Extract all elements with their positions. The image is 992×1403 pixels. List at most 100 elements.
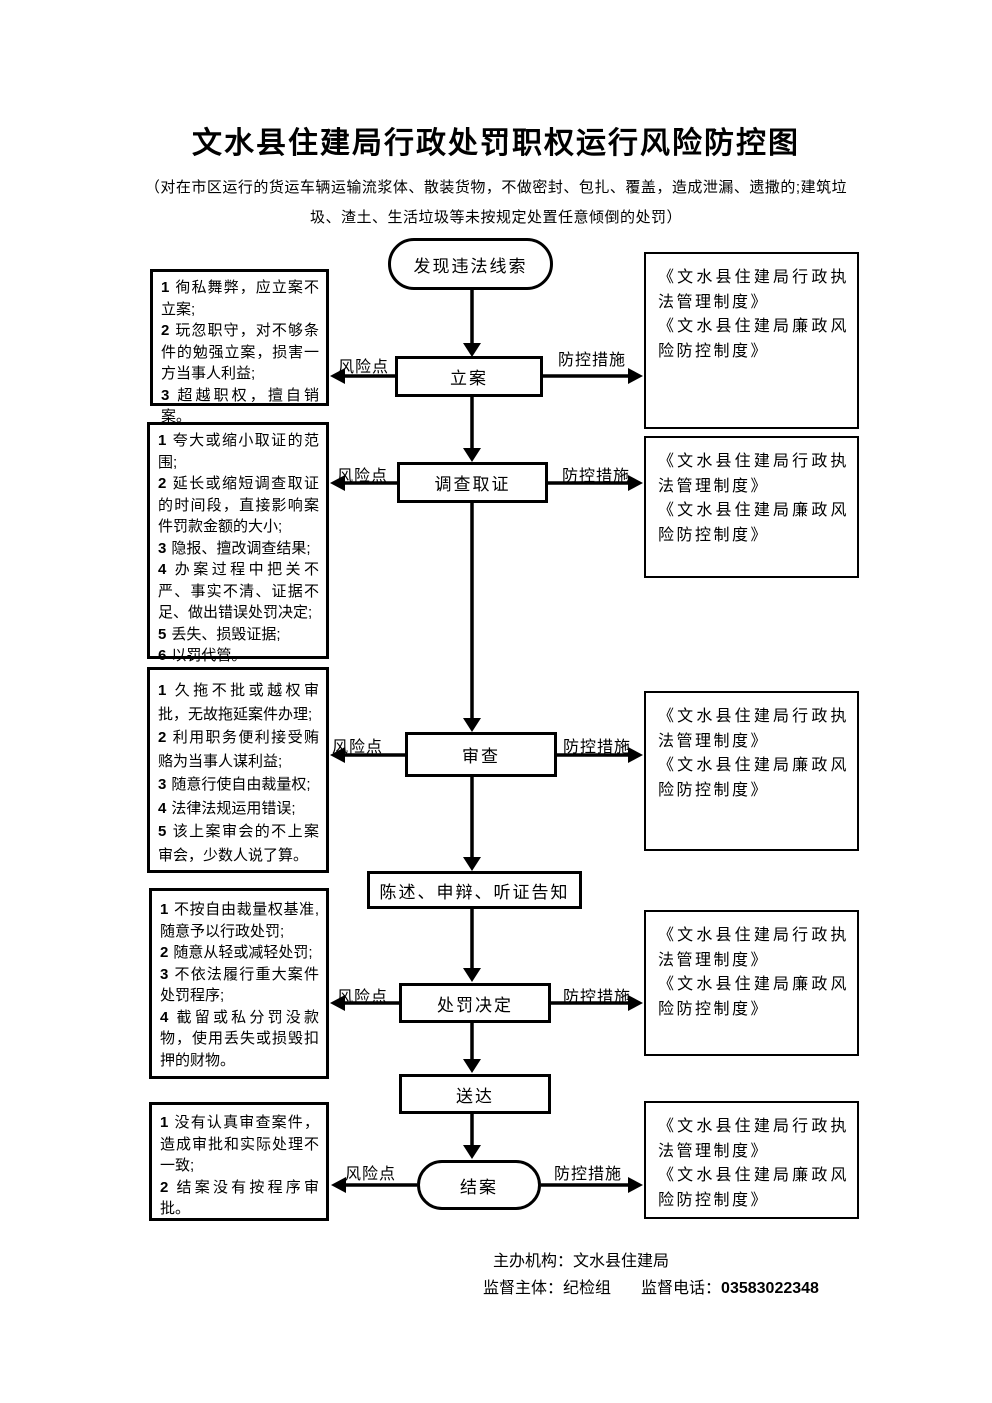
- control-document-title: 《文水县住建局行政执法管理制度》: [658, 1118, 849, 1160]
- risk-item-text: 隐报、擅改调查结果;: [171, 539, 311, 557]
- flow-node-review: 审查: [405, 732, 557, 777]
- connector-review-to-notice: [463, 777, 481, 871]
- risk-item-number: 1: [158, 432, 167, 449]
- connector-start-to-filing: [463, 290, 481, 357]
- risk-item-text: 延长或缩短调查取证的时间段，直接影响案件罚款金额的大小;: [158, 475, 319, 535]
- risk-item-number: 4: [160, 1008, 169, 1026]
- flow-node-decision: 处罚决定: [399, 983, 551, 1023]
- risk-item-number: 4: [158, 561, 167, 578]
- risk-item-number: 2: [160, 944, 169, 961]
- risk-point-label-filing: 风险点: [338, 359, 390, 376]
- connector-notice-to-decision: [463, 909, 481, 982]
- risk-item-text: 结案没有按程序审批。: [160, 1178, 319, 1218]
- control-box-filing: 《文水县住建局行政执法管理制度》《文水县住建局廉政风险防控制度》: [644, 252, 859, 429]
- control-document-title: 《文水县住建局行政执法管理制度》: [658, 708, 849, 750]
- risk-item-text: 截留或私分罚没款物，使用丢失或损毁扣押的财物。: [160, 1008, 319, 1069]
- control-measures-label-review: 防控措施: [563, 739, 632, 756]
- control-document-title: 《文水县住建局行政执法管理制度》: [658, 269, 849, 311]
- risk-item-text: 随意行使自由裁量权;: [171, 776, 311, 793]
- risk-item-number: 6: [158, 647, 167, 664]
- control-measures-label-filing: 防控措施: [558, 352, 627, 369]
- risk-point-label-investigation: 风险点: [337, 468, 389, 485]
- risk-item-text: 没有认真审查案件，造成审批和实际处理不一致;: [160, 1114, 319, 1174]
- connector-filing-to-investigation: [463, 397, 481, 462]
- risk-item-number: 5: [158, 823, 167, 840]
- risk-item-number: 1: [160, 1114, 169, 1131]
- footer-organizer-line: 主办机构：文水县住建局: [483, 1248, 819, 1275]
- risk-item-text: 超越职权，擅自销案。: [161, 386, 319, 426]
- risk-item-number: 3: [161, 386, 170, 404]
- control-document-title: 《文水县住建局廉政风险防控制度》: [658, 757, 849, 799]
- risk-item-text: 不依法履行重大案件处罚程序;: [160, 965, 319, 1005]
- risk-item-text: 办案过程中把关不严、事实不清、证据不足、做出错误处罚决定;: [158, 561, 319, 621]
- control-document-title: 《文水县住建局廉政风险防控制度》: [658, 502, 849, 544]
- risk-item-number: 2: [161, 322, 170, 339]
- risk-item-text: 夸大或缩小取证的范围;: [158, 432, 319, 471]
- risk-item-number: 5: [158, 625, 167, 643]
- supervisor-label: 监督主体：: [483, 1280, 564, 1297]
- control-measures-label-decision: 防控措施: [563, 989, 632, 1006]
- flow-node-start: 发现违法线索: [388, 238, 553, 290]
- risk-item-number: 1: [158, 682, 167, 699]
- risk-item-number: 1: [160, 901, 169, 918]
- risk-item-number: 2: [160, 1178, 169, 1196]
- risk-item-text: 随意从轻或减轻处罚;: [173, 944, 313, 961]
- risk-item-number: 1: [161, 279, 170, 296]
- risk-item-text: 法律法规运用错误;: [171, 799, 296, 817]
- flow-node-closing: 结案: [417, 1160, 541, 1210]
- control-box-review: 《文水县住建局行政执法管理制度》《文水县住建局廉政风险防控制度》: [644, 691, 859, 851]
- control-measures-label-closing: 防控措施: [554, 1166, 623, 1183]
- control-box-decision: 《文水县住建局行政执法管理制度》《文水县住建局廉政风险防控制度》: [644, 910, 859, 1056]
- risk-item-text: 徇私舞弊，应立案不立案;: [161, 279, 319, 318]
- control-document-title: 《文水县住建局行政执法管理制度》: [658, 927, 849, 969]
- risk-item-number: 3: [160, 965, 169, 983]
- risk-point-label-decision: 风险点: [337, 989, 389, 1006]
- risk-item-text: 玩忽职守，对不够条件的勉强立案，损害一方当事人利益;: [161, 322, 319, 382]
- risk-item-text: 丢失、损毁证据;: [171, 625, 281, 643]
- flow-node-investigation: 调查取证: [397, 462, 548, 503]
- page-subtitle: （对在市区运行的货运车辆运输流浆体、散装货物，不做密封、包扎、覆盖，造成泄漏、遗…: [144, 179, 848, 226]
- connector-delivery-to-closing: [463, 1114, 481, 1159]
- control-document-title: 《文水县住建局廉政风险防控制度》: [658, 976, 849, 1018]
- control-document-title: 《文水县住建局行政执法管理制度》: [658, 453, 849, 495]
- control-arrow-filing: [543, 368, 643, 384]
- risk-point-label-review: 风险点: [332, 739, 384, 756]
- risk-item-number: 2: [158, 475, 167, 492]
- phone-value: 03583022348: [721, 1280, 819, 1297]
- risk-item-number: 4: [158, 799, 167, 817]
- control-measures-label-investigation: 防控措施: [562, 468, 631, 485]
- organizer-label: 主办机构：: [493, 1253, 574, 1270]
- footer-supervisor-line: 监督主体：纪检组 监督电话：03583022348: [483, 1275, 819, 1302]
- page-title: 文水县住建局行政处罚职权运行风险防控图: [192, 127, 800, 160]
- footer: 主办机构：文水县住建局 监督主体：纪检组 监督电话：03583022348: [483, 1248, 819, 1302]
- risk-item-number: 2: [158, 729, 167, 746]
- flow-node-delivery: 送达: [399, 1074, 551, 1114]
- connector-decision-to-delivery: [463, 1023, 481, 1073]
- supervisor-value: 纪检组: [563, 1280, 612, 1297]
- phone-label: 监督电话：: [641, 1280, 722, 1297]
- control-document-title: 《文水县住建局廉政风险防控制度》: [658, 318, 849, 360]
- control-box-closing: 《文水县住建局行政执法管理制度》《文水县住建局廉政风险防控制度》: [644, 1101, 859, 1219]
- control-box-investigation: 《文水县住建局行政执法管理制度》《文水县住建局廉政风险防控制度》: [644, 436, 859, 578]
